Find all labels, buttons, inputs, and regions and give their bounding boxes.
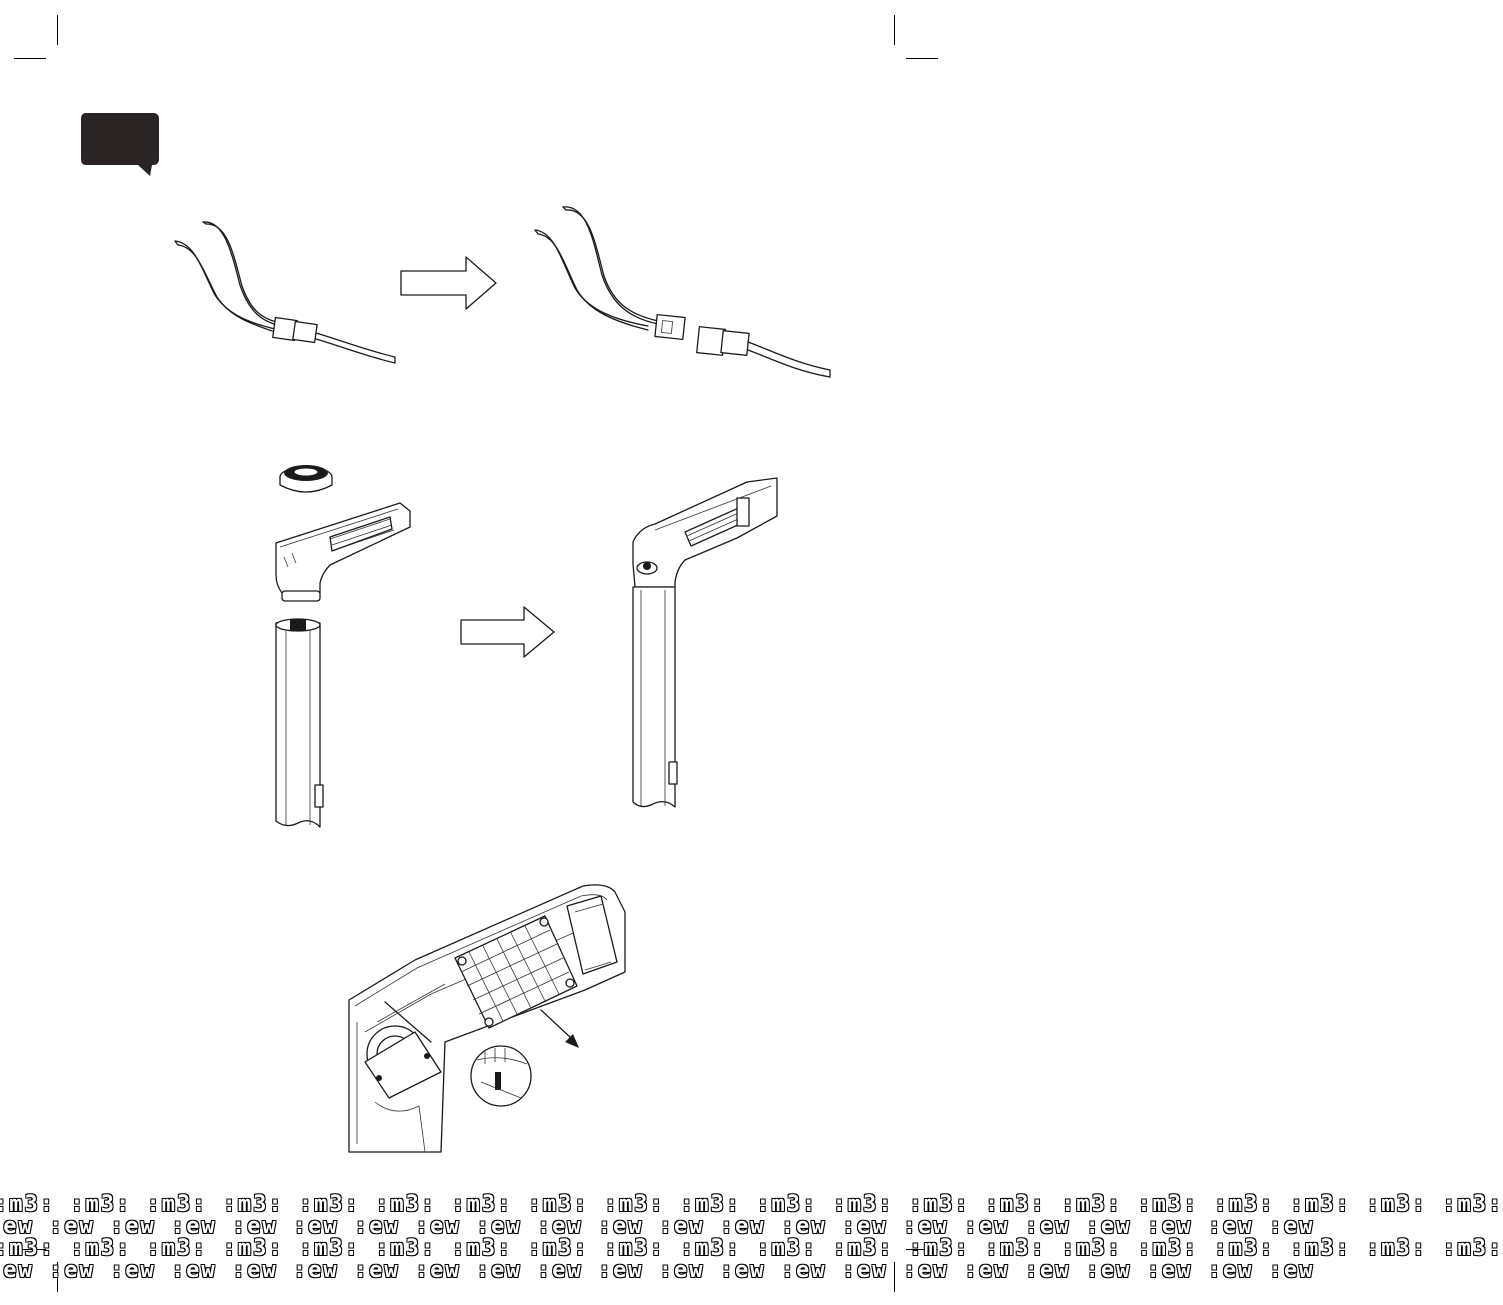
crop-mark-top-right-h bbox=[906, 58, 938, 59]
footer-pattern-row: :ew :ew :ew :ew :ew :ew :ew :ew :ew :ew … bbox=[0, 1258, 1315, 1283]
footer-pattern-row: :m3: :m3: :m3: :m3: :m3: :m3: :m3: :m3: … bbox=[0, 1236, 1503, 1261]
right-arrow-icon bbox=[400, 256, 497, 310]
crop-mark-bottom-right-v bbox=[894, 1262, 895, 1292]
crop-mark-bottom-right-h bbox=[906, 1249, 938, 1250]
footer-watermark: :m3: :m3: :m3: :m3: :m3: :m3: :m3: :m3: … bbox=[0, 1192, 1501, 1305]
cable-connector-joined-icon bbox=[174, 221, 396, 364]
right-arrow-icon bbox=[460, 606, 555, 658]
upright-assembled-icon bbox=[632, 477, 778, 808]
grille-detail-icon bbox=[348, 884, 626, 1153]
footer-pattern-row: :ew :ew :ew :ew :ew :ew :ew :ew :ew :ew … bbox=[0, 1214, 1315, 1239]
crop-mark-bottom-left-h bbox=[14, 1249, 46, 1250]
cable-connector-separated-icon bbox=[534, 206, 831, 378]
upright-parts-exploded-icon bbox=[275, 465, 411, 828]
crop-mark-top-left-v bbox=[57, 15, 58, 45]
crop-mark-top-left-h bbox=[14, 58, 46, 59]
step-badge bbox=[81, 113, 159, 176]
crop-mark-bottom-left-v bbox=[57, 1262, 58, 1292]
footer-pattern-row: :m3: :m3: :m3: :m3: :m3: :m3: :m3: :m3: … bbox=[0, 1192, 1503, 1217]
crop-mark-top-right-v bbox=[894, 15, 895, 45]
